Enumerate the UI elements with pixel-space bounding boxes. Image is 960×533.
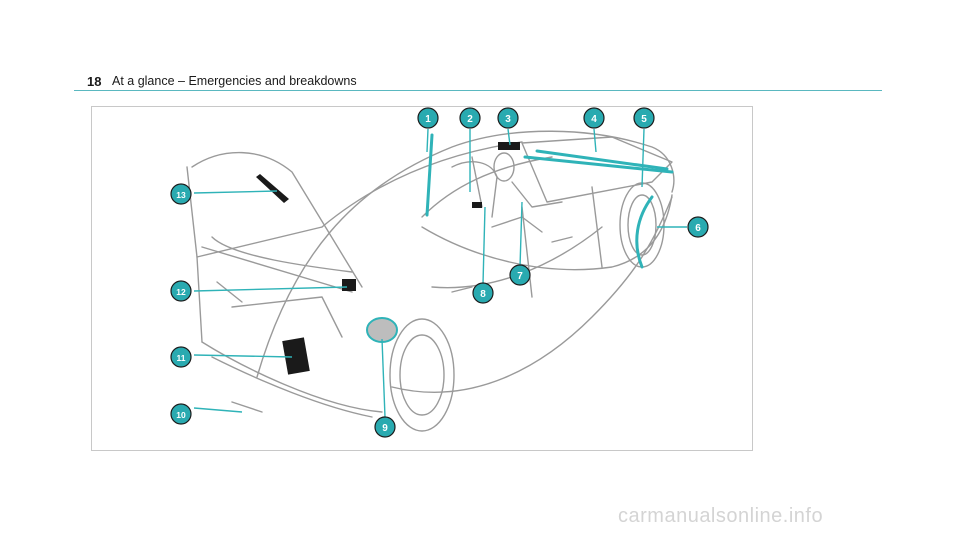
car-illustration: 1 2 3 4 5 6 7 8 9 10 11 12 13 bbox=[170, 107, 709, 438]
header-rule bbox=[74, 90, 882, 91]
console-component bbox=[472, 202, 482, 208]
page-header: 18 At a glance – Emergencies and breakdo… bbox=[74, 72, 882, 92]
roof-edge-highlight bbox=[535, 149, 669, 171]
callout-7: 7 bbox=[509, 264, 531, 286]
callout-8: 8 bbox=[472, 282, 494, 304]
svg-text:11: 11 bbox=[177, 353, 186, 363]
callout-4: 4 bbox=[583, 107, 605, 129]
callout-1: 1 bbox=[417, 107, 439, 129]
pillar-highlight bbox=[425, 133, 434, 217]
tailgate-handle bbox=[256, 174, 289, 203]
callout-5: 5 bbox=[633, 107, 655, 129]
watermark: carmanualsonline.info bbox=[618, 505, 824, 527]
svg-text:10: 10 bbox=[176, 410, 186, 420]
callout-leaders bbox=[193, 128, 687, 418]
callout-13: 13 bbox=[170, 183, 192, 205]
svg-text:9: 9 bbox=[382, 423, 388, 434]
windscreen-highlight bbox=[523, 155, 674, 174]
svg-text:1: 1 bbox=[425, 114, 431, 125]
svg-text:4: 4 bbox=[591, 114, 597, 125]
svg-text:13: 13 bbox=[176, 190, 186, 200]
highlighted-parts bbox=[425, 133, 674, 269]
tire-highlight bbox=[635, 195, 654, 269]
callout-12: 12 bbox=[170, 280, 192, 302]
callout-3: 3 bbox=[497, 107, 519, 129]
svg-text:6: 6 bbox=[695, 223, 701, 234]
svg-text:12: 12 bbox=[176, 287, 186, 297]
svg-text:2: 2 bbox=[467, 114, 473, 125]
vehicle-overview-figure: 1 2 3 4 5 6 7 8 9 10 11 12 13 bbox=[91, 106, 753, 451]
mirror-component bbox=[498, 142, 520, 150]
svg-text:8: 8 bbox=[480, 289, 486, 300]
svg-text:7: 7 bbox=[517, 271, 523, 282]
callout-10: 10 bbox=[170, 403, 192, 425]
trunk-switch bbox=[342, 279, 356, 291]
callout-2: 2 bbox=[459, 107, 481, 129]
storage-box bbox=[282, 337, 310, 375]
callout-9: 9 bbox=[374, 416, 396, 438]
svg-text:3: 3 bbox=[505, 114, 511, 125]
callout-badges: 1 2 3 4 5 6 7 8 9 10 11 12 13 bbox=[170, 107, 709, 438]
dark-components bbox=[256, 142, 520, 375]
callout-6: 6 bbox=[687, 216, 709, 238]
svg-text:5: 5 bbox=[641, 114, 647, 125]
fuel-filler-flap bbox=[366, 317, 398, 343]
page-number: 18 bbox=[87, 74, 102, 89]
section-title: At a glance – Emergencies and breakdowns bbox=[112, 74, 357, 88]
callout-11: 11 bbox=[170, 346, 192, 368]
